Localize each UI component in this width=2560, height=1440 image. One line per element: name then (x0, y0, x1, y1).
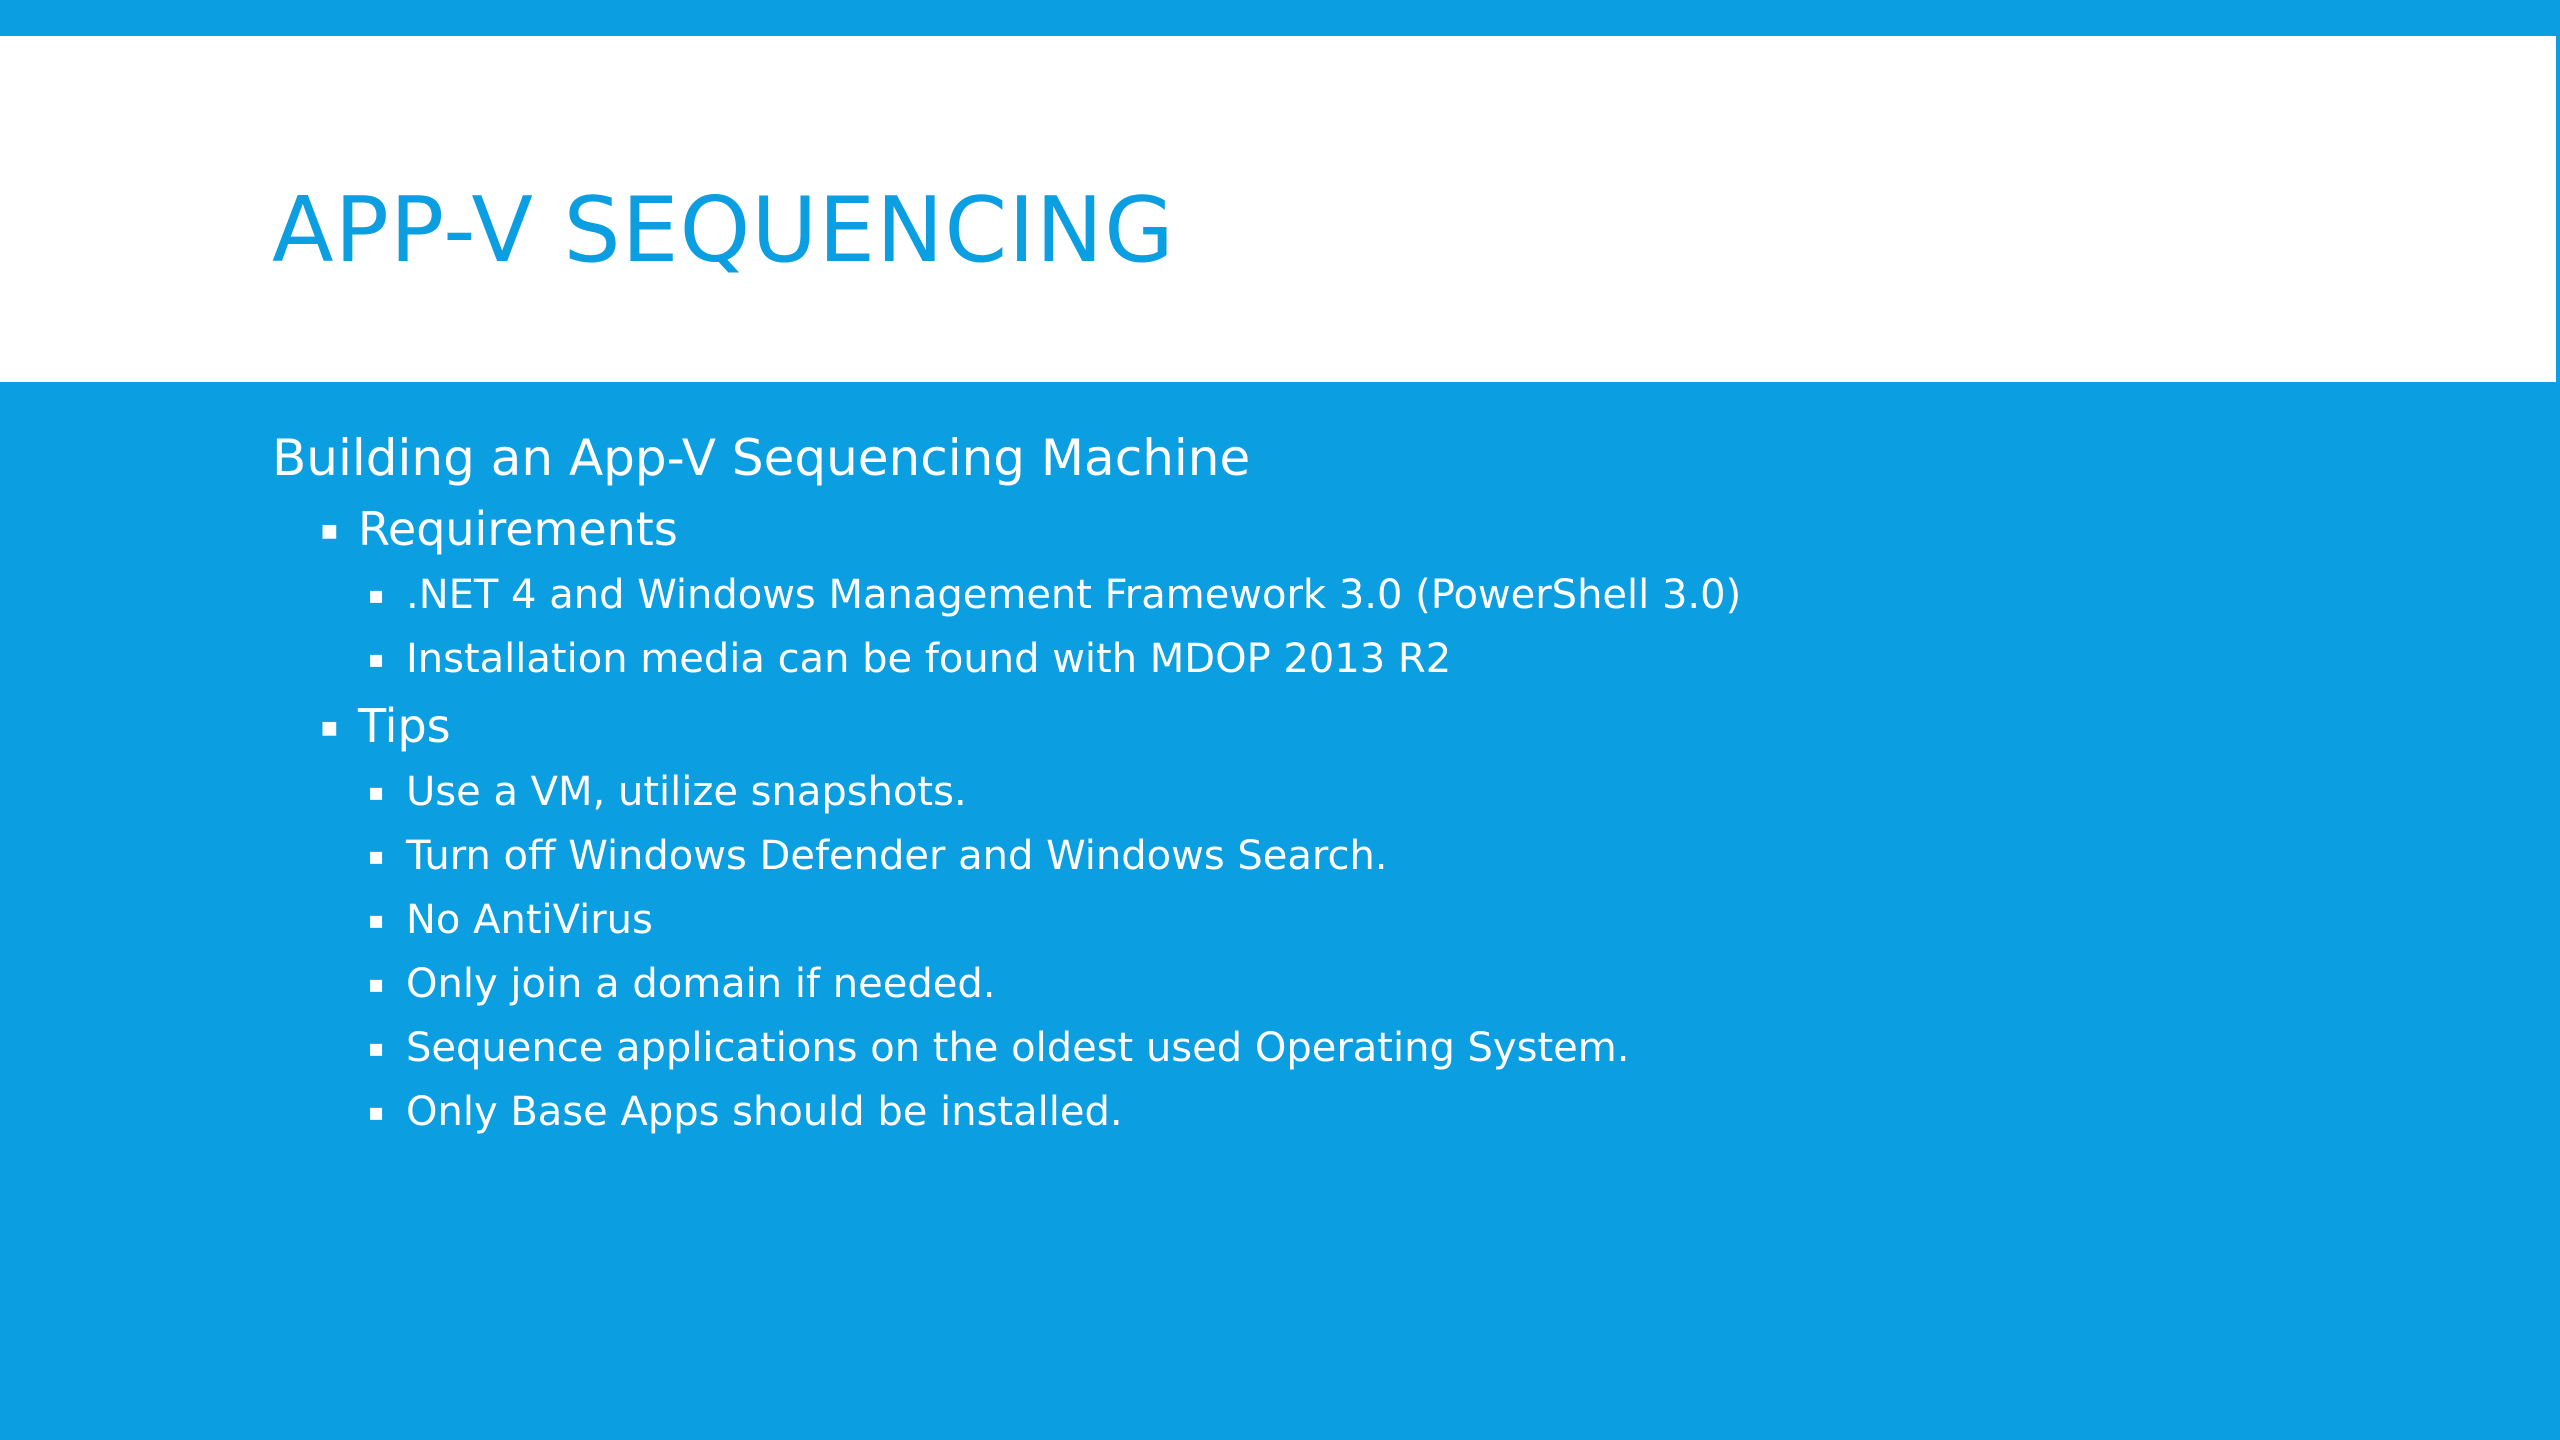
sub-bullet-item: ▪ Only join a domain if needed. (272, 960, 2472, 1008)
sub-bullet-item: ▪ Turn off Windows Defender and Windows … (272, 832, 2472, 880)
bullet-square-icon: ▪ (368, 581, 385, 610)
slide-title: APP-V SEQUENCING (272, 178, 1175, 283)
sub-bullet-text: Use a VM, utilize snapshots. (406, 769, 967, 816)
bullet-square-icon: ▪ (368, 906, 385, 935)
sub-bullet-item: ▪ Only Base Apps should be installed. (272, 1088, 2472, 1136)
bullet-tips: ▪ Tips (272, 699, 2472, 754)
sub-bullet-item: ▪ Use a VM, utilize snapshots. (272, 768, 2472, 816)
bullet-square-icon: ▪ (368, 842, 385, 871)
title-band: APP-V SEQUENCING (0, 36, 2556, 382)
sub-bullet-text: Only Base Apps should be installed. (406, 1089, 1123, 1136)
bullet-square-icon: ▪ (368, 778, 385, 807)
bullet-square-icon: ▪ (320, 710, 339, 744)
bullet-square-icon: ▪ (368, 970, 385, 999)
sub-bullet-text: Installation media can be found with MDO… (406, 636, 1452, 683)
body-heading: Building an App-V Sequencing Machine (272, 429, 1251, 487)
sub-bullet-text: No AntiVirus (406, 897, 653, 944)
sub-bullet-text: Only join a domain if needed. (406, 961, 996, 1008)
sub-bullet-text: .NET 4 and Windows Management Framework … (406, 572, 1742, 619)
sub-bullet-item: ▪ .NET 4 and Windows Management Framewor… (272, 571, 2472, 619)
bullet-label: Requirements (358, 502, 678, 556)
sub-bullet-text: Turn off Windows Defender and Windows Se… (406, 833, 1388, 880)
bullet-requirements: ▪ Requirements (272, 502, 2472, 557)
top-accent-bar (0, 0, 2560, 36)
bullet-square-icon: ▪ (368, 645, 385, 674)
slide-body: Building an App-V Sequencing Machine ▪ R… (272, 428, 2472, 1152)
sub-bullet-item: ▪ No AntiVirus (272, 896, 2472, 944)
sub-bullet-item: ▪ Sequence applications on the oldest us… (272, 1024, 2472, 1072)
bullet-square-icon: ▪ (368, 1034, 385, 1063)
bullet-square-icon: ▪ (320, 513, 339, 546)
sub-bullet-item: ▪ Installation media can be found with M… (272, 635, 2472, 683)
bullet-label: Tips (358, 699, 451, 754)
bullet-square-icon: ▪ (368, 1098, 385, 1127)
sub-bullet-text: Sequence applications on the oldest used… (406, 1025, 1630, 1072)
